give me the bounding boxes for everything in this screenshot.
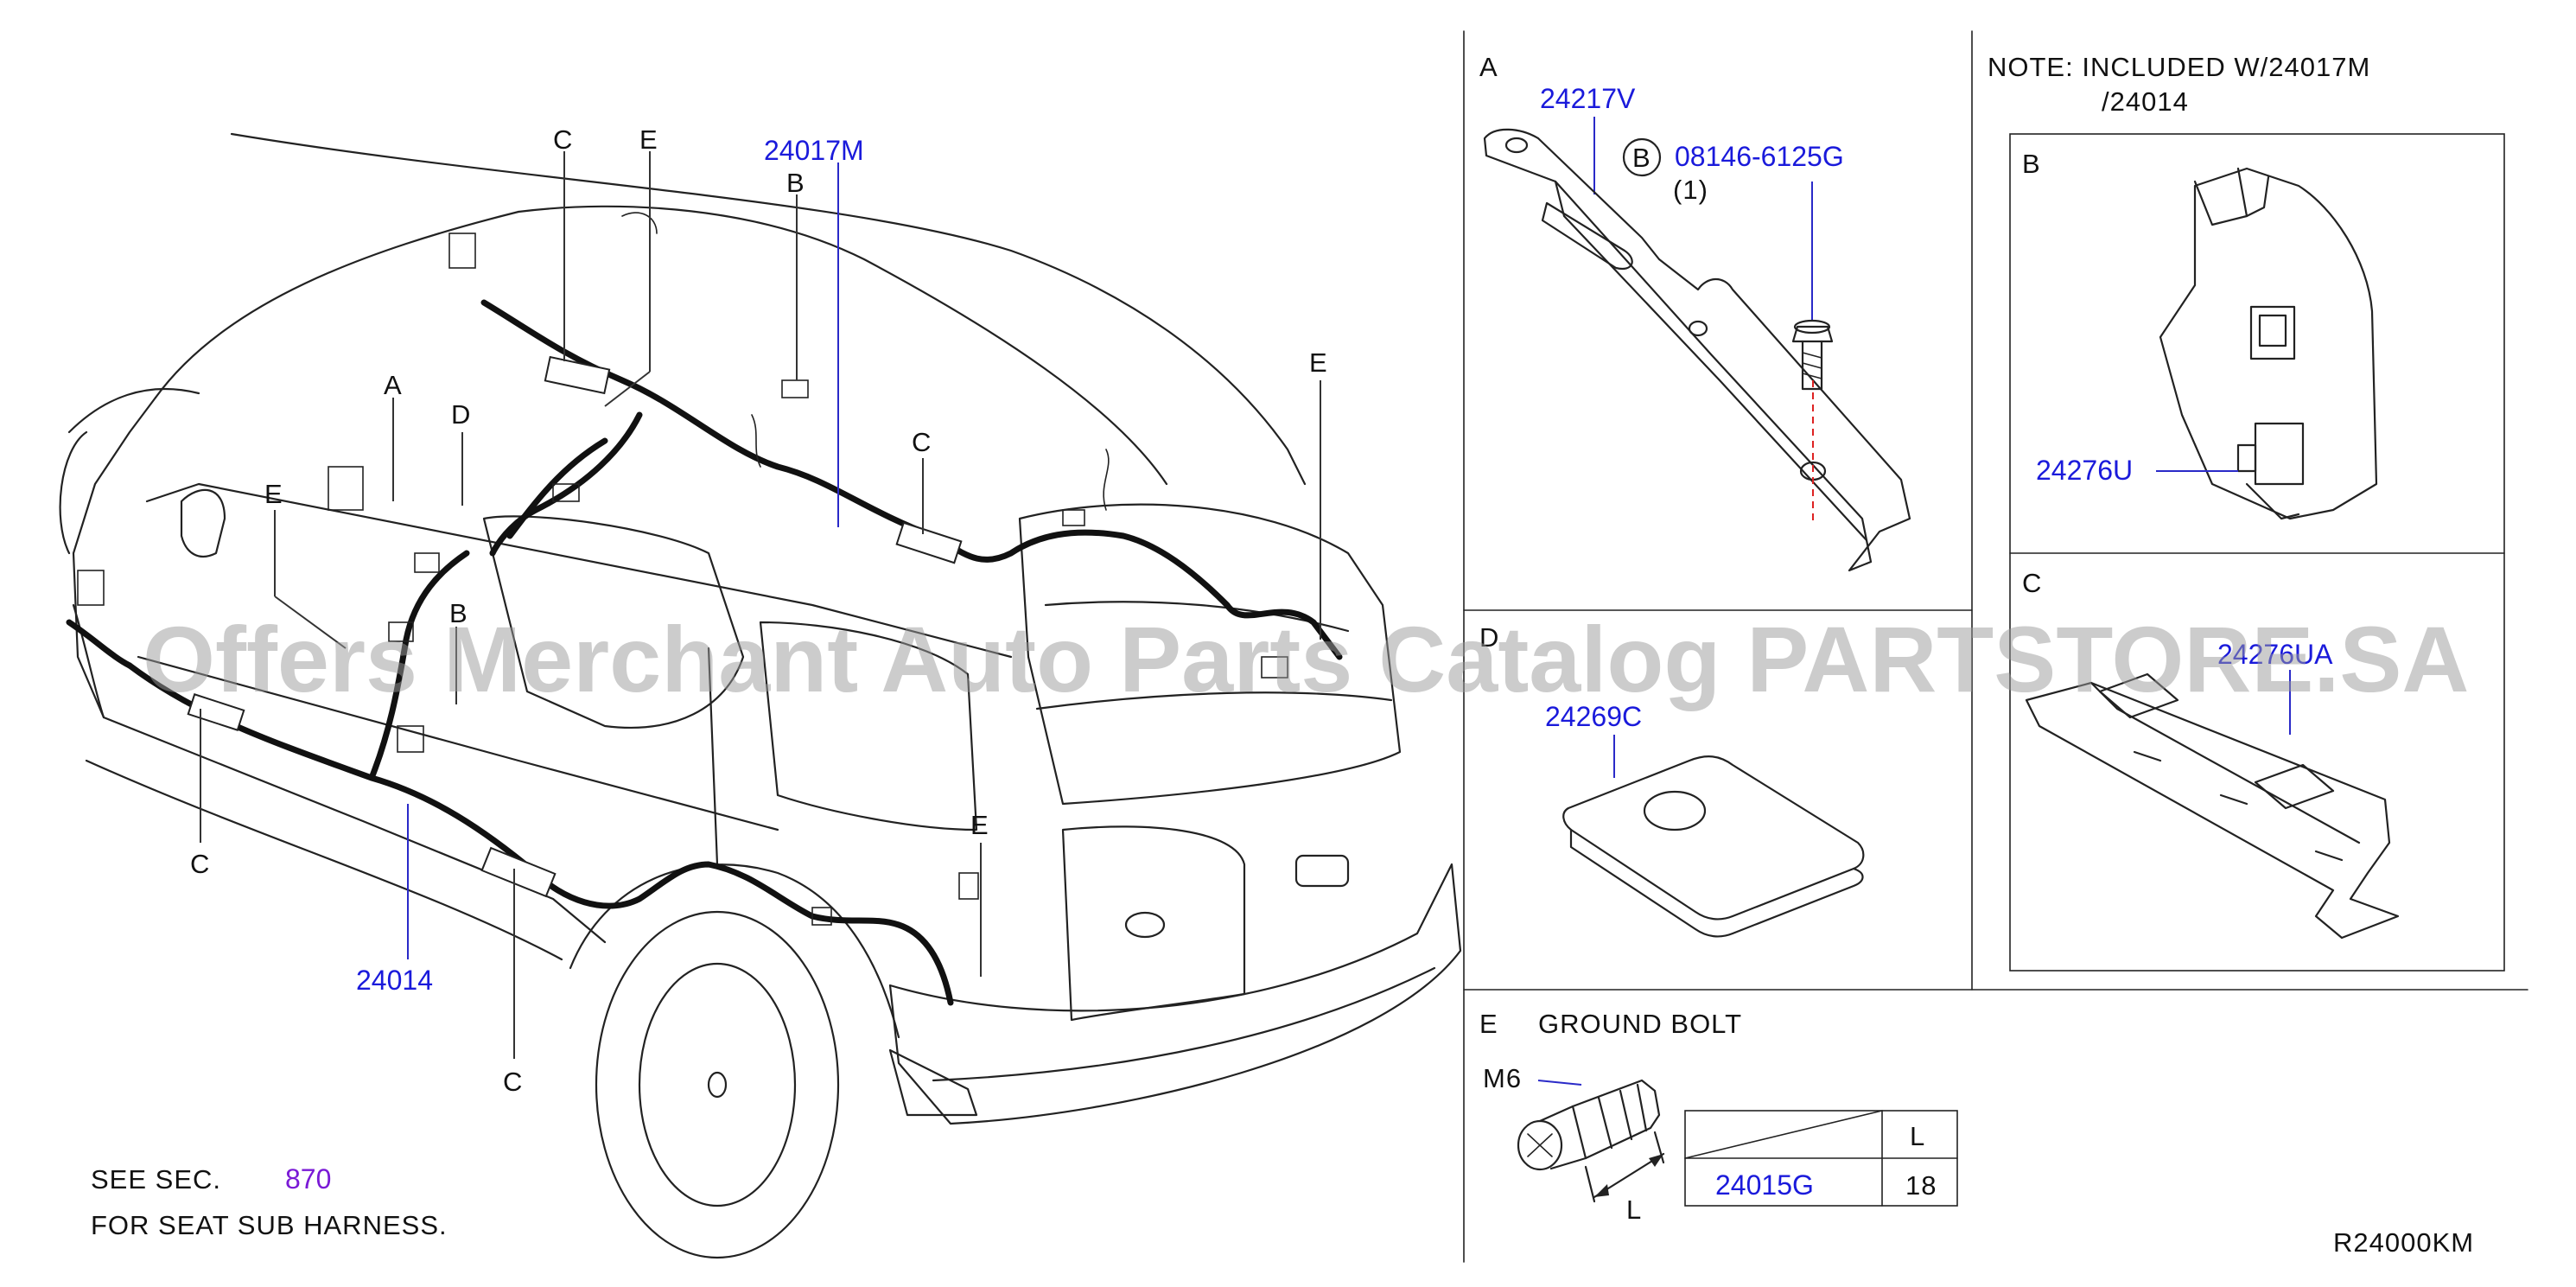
label-e-top: E — [639, 124, 658, 155]
bolt-08146-drawing — [1791, 319, 1834, 391]
part-number-24276ua: 24276UA — [2217, 639, 2333, 670]
watermark-text: Offers Merchant Auto Parts Catalog PARTS… — [143, 607, 2469, 711]
part-number-08146-6125g: 08146-6125G — [1675, 141, 1844, 172]
part-number-24014: 24014 — [356, 965, 433, 996]
bracket-24217v-drawing — [1483, 128, 1911, 572]
protector-24276ua-drawing — [2025, 672, 2400, 940]
label-e-left: E — [264, 479, 283, 509]
label-c-bottom: C — [503, 1067, 523, 1097]
see-sec-prefix: SEE SEC. — [91, 1164, 221, 1195]
panel-a-label: A — [1479, 52, 1498, 82]
label-c-mid: C — [912, 427, 932, 457]
note-line1: NOTE: INCLUDED W/24017M — [1988, 52, 2370, 82]
see-section-note: SEE SEC. 870 FOR SEAT SUB HARNESS. — [91, 1163, 448, 1240]
see-sec-line2: FOR SEAT SUB HARNESS. — [91, 1210, 448, 1240]
part-number-24269c: 24269C — [1545, 701, 1642, 732]
label-d: D — [451, 399, 471, 430]
panel-d-label: D — [1479, 622, 1499, 653]
label-b-top: B — [786, 168, 805, 198]
panel-a: A 24217V B 08146-6125G (1) — [1479, 52, 1911, 572]
label-c-top: C — [553, 124, 573, 155]
main-leaders — [200, 151, 1321, 1059]
panel-note-b: NOTE: INCLUDED W/24017M /24014 B 24276U — [1988, 52, 2378, 520]
pad-24269c-drawing — [1562, 755, 1865, 938]
part-number-24015g: 24015G — [1715, 1169, 1814, 1201]
label-e-right: E — [1309, 347, 1328, 378]
table-header-l: L — [1910, 1121, 1925, 1151]
diagram-code: R24000KM — [2333, 1227, 2474, 1258]
bolt-b-quantity: (1) — [1673, 175, 1708, 205]
part-number-24276u: 24276U — [2036, 455, 2133, 486]
part-number-24217v: 24217V — [1540, 83, 1636, 114]
table-value-18: 18 — [1905, 1170, 1937, 1201]
ground-bolt-size: M6 — [1483, 1063, 1522, 1093]
wire-harness — [66, 212, 1343, 1006]
bolt-b-circle-icon — [1622, 137, 1662, 177]
bolt-b-circle-letter: B — [1632, 143, 1651, 173]
label-e-bottom: E — [970, 810, 989, 840]
ground-bolt-dim-label: L — [1626, 1195, 1642, 1225]
panel-c: C 24276UA — [2022, 568, 2400, 940]
label-a: A — [384, 370, 403, 400]
note-line2: /24014 — [2102, 86, 2189, 117]
panel-b-label: B — [2022, 149, 2041, 179]
main-labels: C E 24017M B C E A D E B C 24014 C E — [190, 124, 1328, 1097]
panel-e: E GROUND BOLT M6 L L 24015G 18 — [1479, 1009, 1958, 1225]
part-number-24017m: 24017M — [764, 135, 864, 166]
see-sec-link-870[interactable]: 870 — [285, 1163, 331, 1195]
label-c-left: C — [190, 849, 210, 879]
ground-bolt-drawing — [1517, 1079, 1661, 1171]
panel-d: D 24269C — [1479, 622, 1865, 938]
ground-bolt-table: L 24015G 18 — [1684, 1110, 1958, 1207]
ground-bolt-title: GROUND BOLT — [1538, 1009, 1742, 1039]
label-b-mid: B — [449, 598, 468, 628]
panel-dividers — [1463, 30, 2528, 1263]
panel-e-label: E — [1479, 1009, 1498, 1039]
panel-c-label: C — [2022, 568, 2042, 598]
clip-24276u-drawing — [2159, 167, 2378, 520]
